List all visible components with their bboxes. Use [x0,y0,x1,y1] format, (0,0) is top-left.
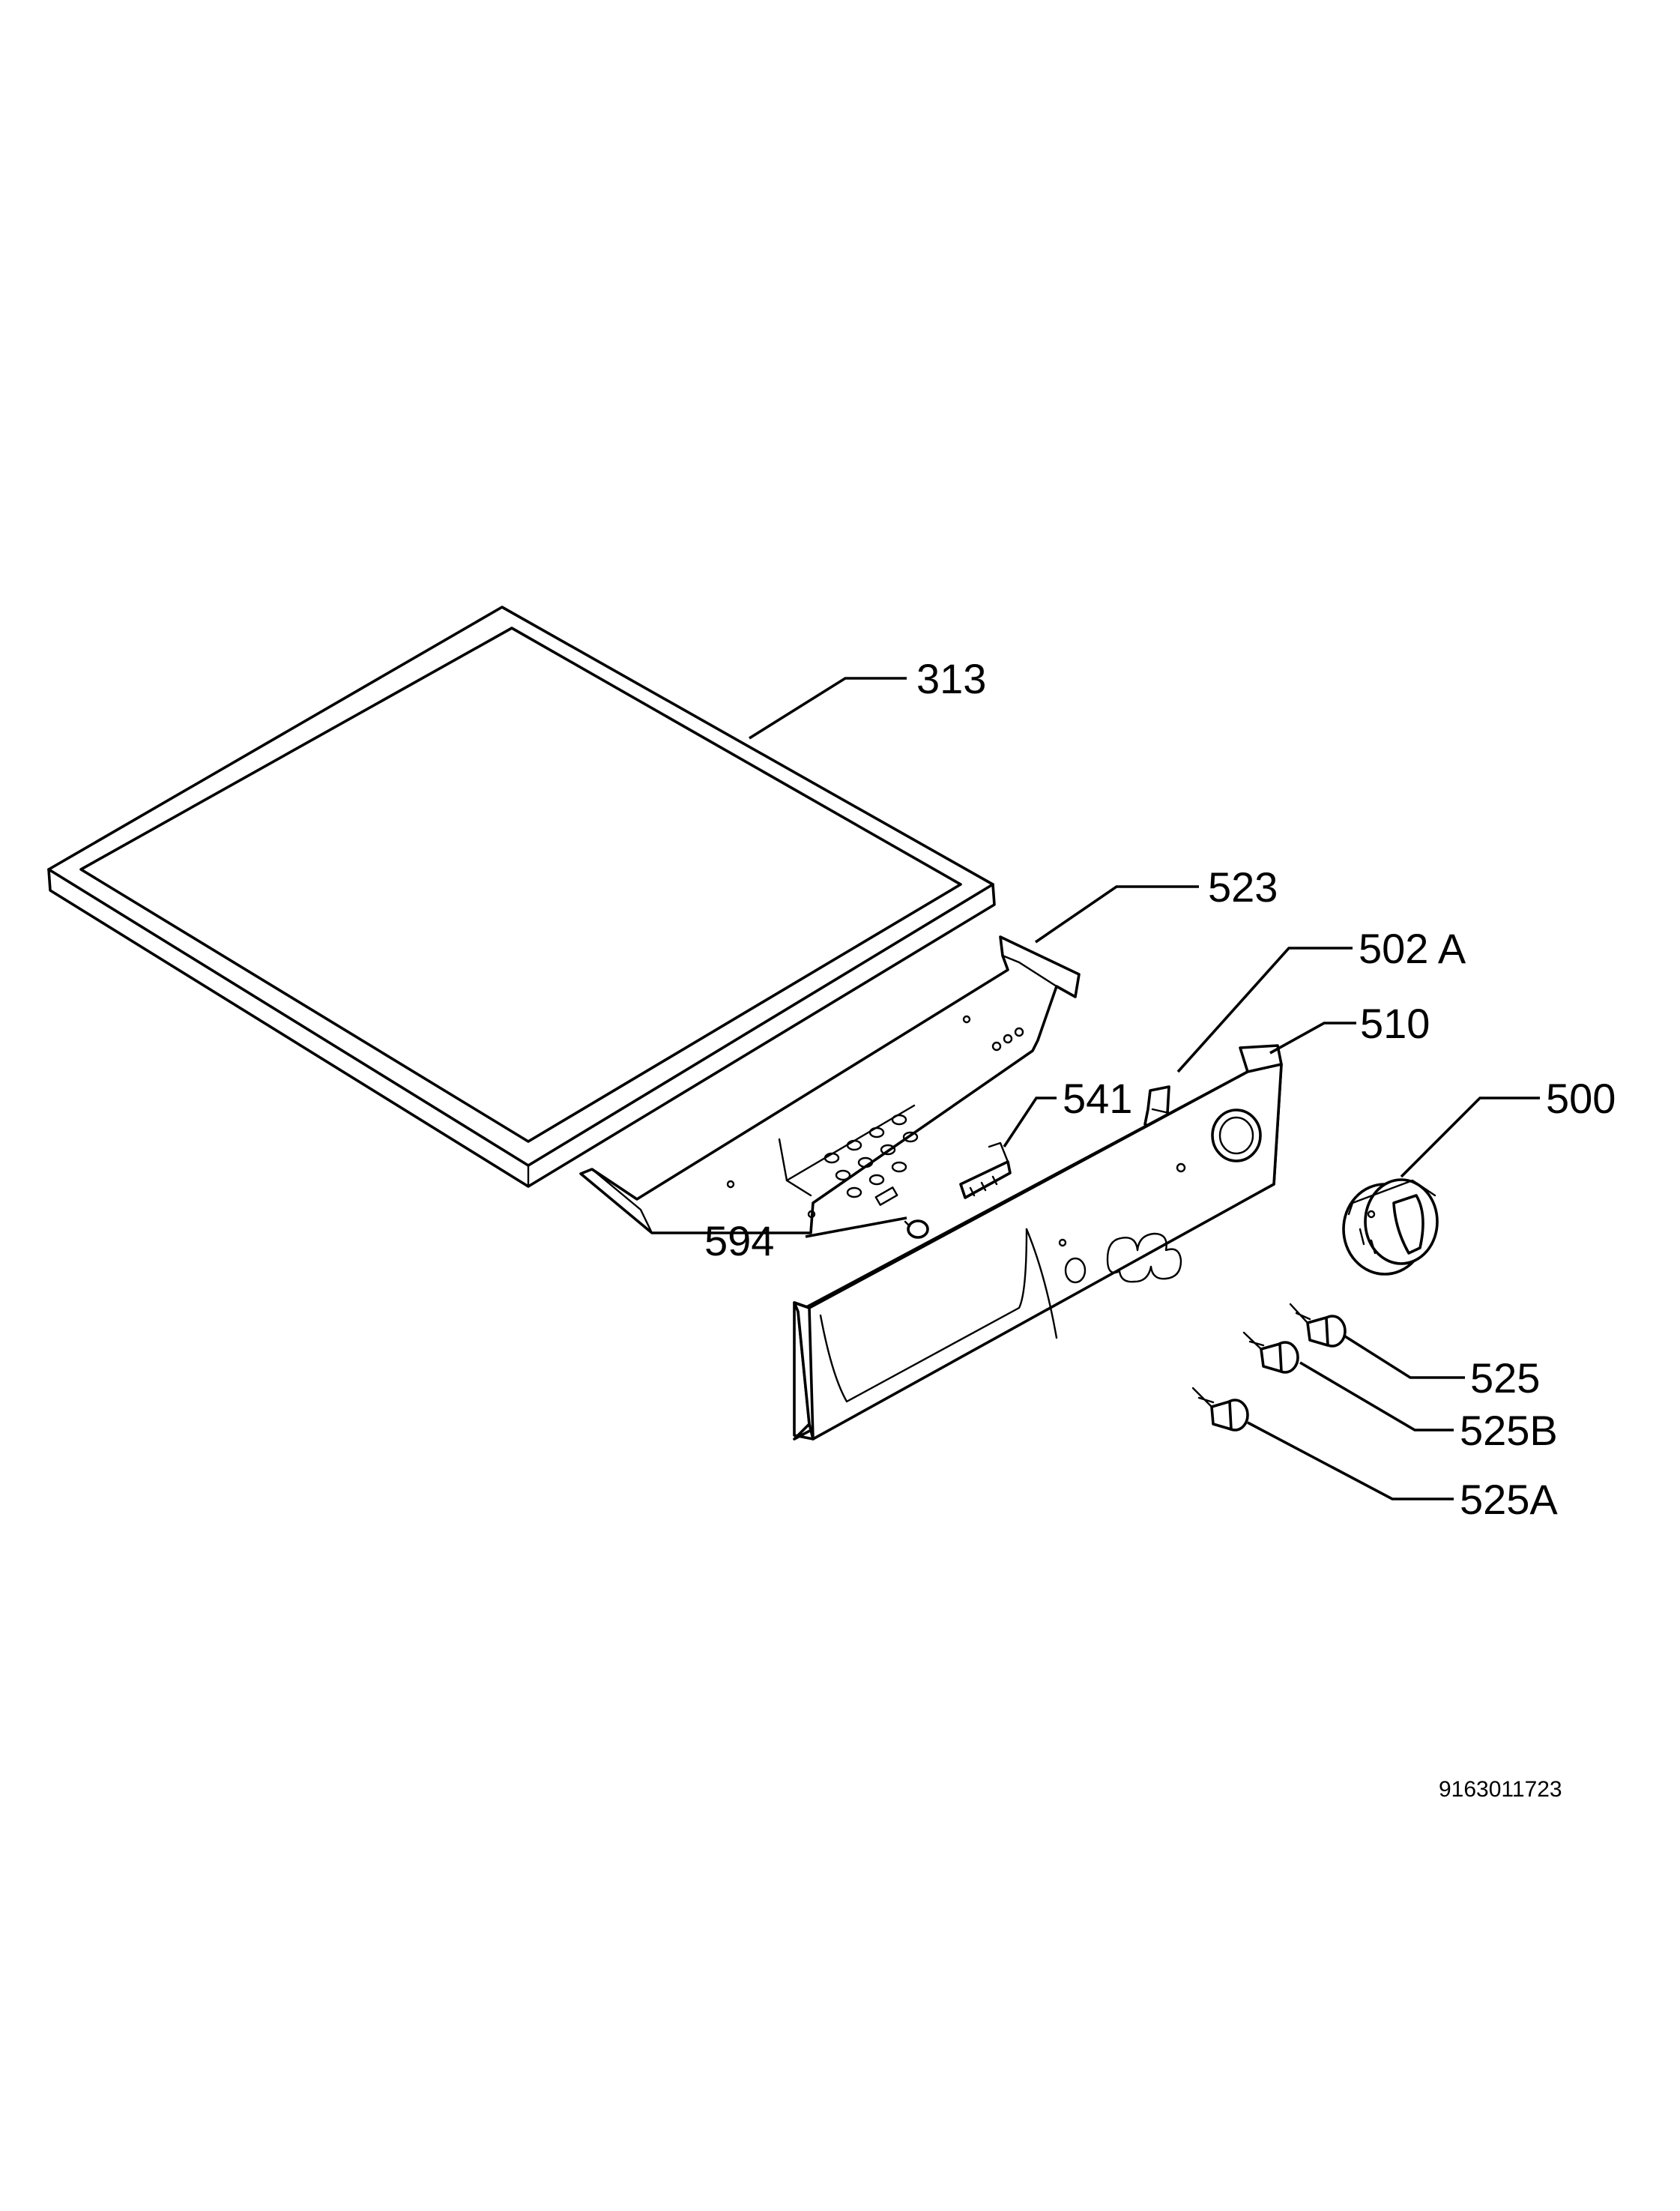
part-label-502a: 502 A [1359,925,1466,972]
part-525b-push-button [1242,1331,1299,1374]
leader-525 [1344,1335,1465,1379]
part-label-525: 525 [1470,1354,1540,1402]
leader-502a [1176,947,1353,1073]
part-label-541: 541 [1063,1075,1132,1122]
part-label-500: 500 [1546,1075,1616,1122]
leader-500 [1400,1097,1540,1178]
leader-525a [1247,1421,1454,1500]
drawing-number: 9163011723 [1439,1777,1562,1802]
part-523-panel-bracket [579,935,1081,1234]
leader-594 [805,1216,907,1238]
part-541-switch [959,1141,1012,1199]
leader-313 [749,677,907,740]
part-500-program-knob [1342,1178,1439,1276]
leader-541 [1003,1097,1057,1147]
leader-510 [1269,1022,1356,1055]
part-525a-push-button [1191,1387,1249,1432]
part-label-523: 523 [1208,863,1278,911]
part-label-594: 594 [704,1217,774,1264]
part-525-push-button [1289,1303,1347,1348]
part-labels: 313 523 502 A 510 541 500 594 525 525B 5… [704,655,1616,1523]
leader-lines [749,677,1540,1500]
part-594-screw [904,1219,929,1239]
part-label-510: 510 [1360,1000,1430,1047]
part-label-525b: 525B [1460,1407,1558,1454]
part-label-313: 313 [916,655,986,702]
part-510-control-panel [793,1044,1283,1441]
part-313-top-cover [47,606,996,1188]
leader-525b [1299,1361,1454,1432]
bracket-perforations [726,1015,1024,1219]
part-label-525a: 525A [1460,1476,1558,1523]
leader-523 [1034,885,1199,944]
